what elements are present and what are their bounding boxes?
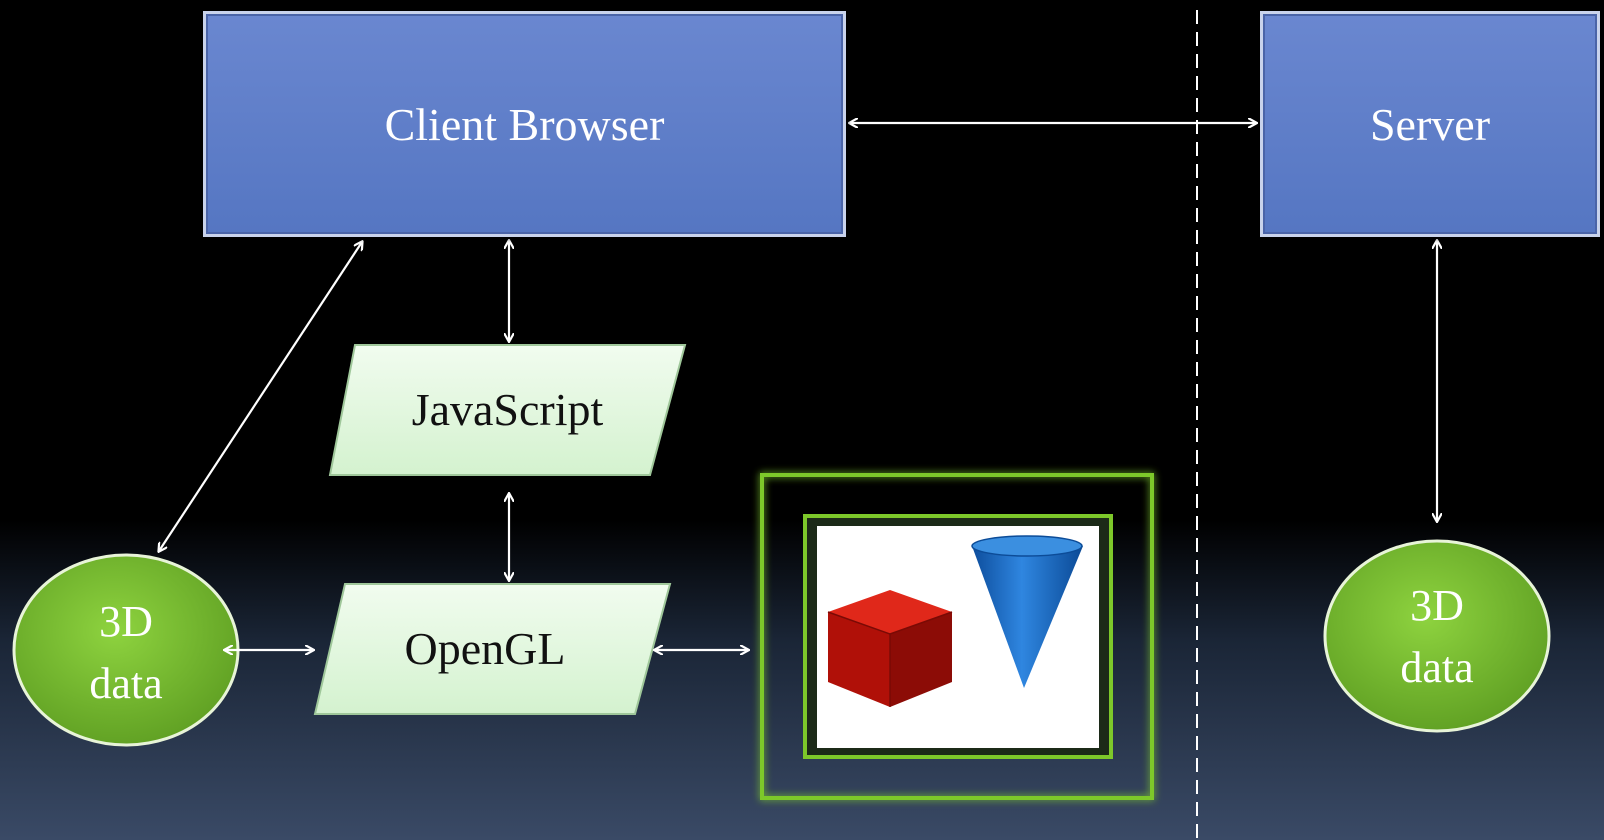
data-right-line2: data — [1400, 643, 1474, 692]
opengl-node: OpenGL — [310, 584, 660, 714]
opengl-label: OpenGL — [404, 623, 566, 675]
data-right-node: 3D data — [1322, 542, 1552, 732]
server-label: Server — [1369, 98, 1491, 150]
javascript-label: JavaScript — [411, 384, 604, 436]
data-left-line2: data — [89, 659, 163, 708]
javascript-node: JavaScript — [330, 345, 685, 475]
data-left-node: 3D data — [10, 558, 242, 748]
client-browser-box: Client Browser — [203, 11, 846, 237]
data-left-line1: 3D — [99, 597, 153, 647]
red-cube-icon — [827, 590, 953, 707]
client-browser-label: Client Browser — [384, 98, 665, 150]
arrow-client-data-left — [159, 242, 362, 551]
opengl-shape — [313, 583, 672, 715]
server-box: Server — [1260, 11, 1600, 237]
data-right-ellipse — [1323, 539, 1551, 733]
blue-cone-icon — [971, 535, 1083, 688]
render-output-frame — [760, 473, 1154, 800]
data-right-line1: 3D — [1410, 581, 1464, 631]
